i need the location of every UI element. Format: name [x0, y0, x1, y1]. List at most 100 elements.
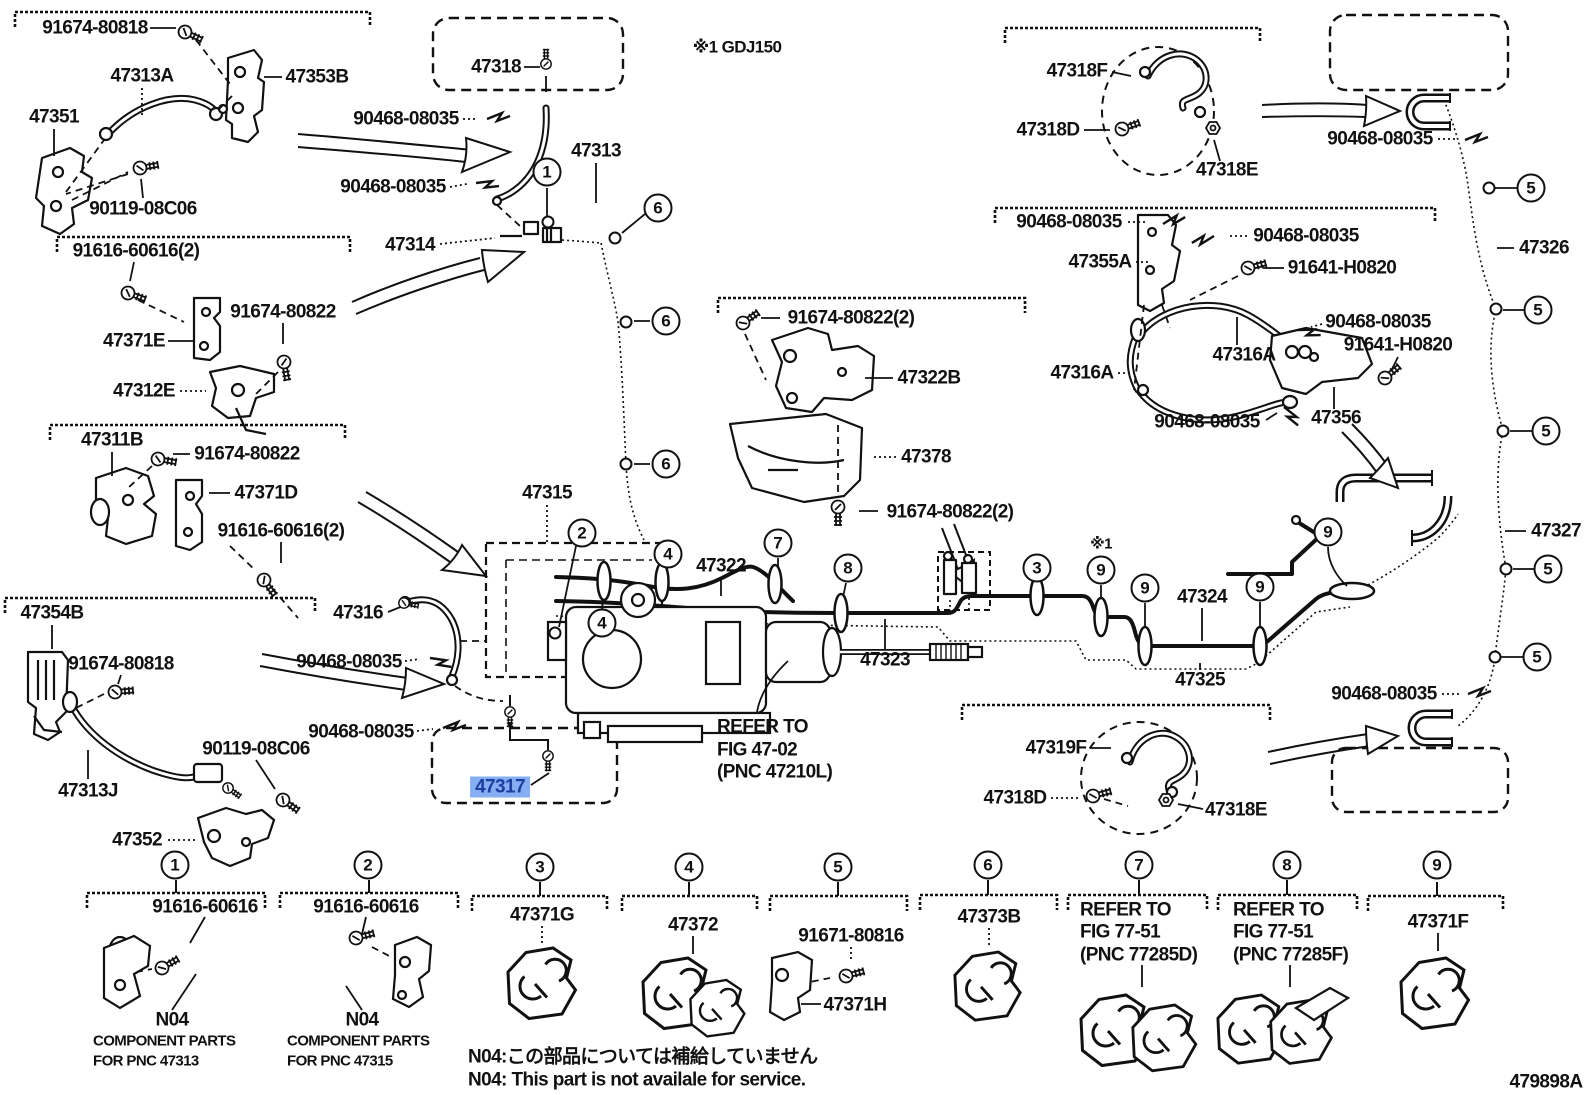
part-label-90468-08035[interactable]: 90468-08035 [1253, 225, 1359, 247]
part-47317-lines [509, 695, 549, 750]
part-label-47371f[interactable]: 47371F [1407, 911, 1469, 933]
part-label-91616-60616[interactable]: 91616-60616 [313, 896, 419, 918]
part-label-47378[interactable]: 47378 [901, 446, 951, 468]
part-label-47318d[interactable]: 47318D [1016, 119, 1081, 141]
part-label-47315[interactable]: 47315 [522, 482, 572, 504]
bottom-row-parts [102, 934, 1471, 1073]
part-label-47351[interactable]: 47351 [29, 106, 79, 128]
part-label-91616-60616-2[interactable]: 91616-60616(2) [72, 240, 200, 262]
part-label-91616-60616-2[interactable]: 91616-60616(2) [217, 520, 345, 542]
part-label-47319f[interactable]: 47319F [1025, 737, 1087, 759]
part-label-47316a[interactable]: 47316A [1212, 344, 1277, 366]
rear-hoses-47327 [1335, 470, 1453, 546]
callout-2: 2 [353, 850, 383, 880]
callout-5: 5 [1522, 642, 1552, 672]
text-1: ※1 [1090, 535, 1112, 553]
part-label-47324[interactable]: 47324 [1177, 586, 1227, 608]
callout-6: 6 [973, 850, 1003, 880]
part-label-90468-08035[interactable]: 90468-08035 [308, 721, 414, 743]
part-label-91671-80816[interactable]: 91671-80816 [798, 925, 904, 947]
callout-2: 2 [567, 518, 597, 548]
leader-lines [51, 27, 1534, 1011]
part-label-47318[interactable]: 47318 [471, 56, 521, 78]
callout-7: 7 [763, 528, 793, 558]
part-label-91674-80822-2[interactable]: 91674-80822(2) [787, 307, 915, 329]
part-label-47322[interactable]: 47322 [696, 555, 746, 577]
callout-6: 6 [643, 193, 673, 223]
part-label-47355a[interactable]: 47355A [1068, 251, 1133, 273]
part-label-47314[interactable]: 47314 [385, 234, 435, 256]
text-for-pnc-47315: FOR PNC 47315 [287, 1052, 393, 1070]
part-label-47322b[interactable]: 47322B [897, 367, 962, 389]
part-label-91674-80818[interactable]: 91674-80818 [42, 17, 148, 39]
text-479898a: 479898A [1509, 1071, 1584, 1093]
part-label-91641-h0820[interactable]: 91641-H0820 [1343, 334, 1453, 356]
part-label-90468-08035[interactable]: 90468-08035 [296, 651, 402, 673]
part-label-47323[interactable]: 47323 [860, 649, 910, 671]
part-label-47313a[interactable]: 47313A [110, 65, 175, 87]
part-label-47353b[interactable]: 47353B [285, 66, 350, 88]
callout-ticks [175, 880, 1438, 896]
part-label-90119-08c06[interactable]: 90119-08C06 [89, 198, 197, 220]
part-label-47325[interactable]: 47325 [1175, 669, 1225, 691]
part-label-90468-08035[interactable]: 90468-08035 [1154, 411, 1260, 433]
part-label-47318e[interactable]: 47318E [1196, 159, 1259, 181]
part-label-47313[interactable]: 47313 [571, 140, 621, 162]
callout-4: 4 [674, 852, 704, 882]
part-label-91674-80822[interactable]: 91674-80822 [194, 443, 300, 465]
part-label-47371d[interactable]: 47371D [234, 482, 299, 504]
part-label-90468-08035[interactable]: 90468-08035 [1325, 311, 1431, 333]
part-label-90468-08035[interactable]: 90468-08035 [1016, 211, 1122, 233]
part-label-90468-08035[interactable]: 90468-08035 [1331, 683, 1437, 705]
part-label-90468-08035[interactable]: 90468-08035 [1327, 128, 1433, 150]
callout-7: 7 [1124, 850, 1154, 880]
text-pnc-47210l: (PNC 47210L) [717, 761, 833, 783]
part-label-47371e[interactable]: 47371E [103, 330, 166, 352]
part-label-47318e[interactable]: 47318E [1205, 799, 1268, 821]
hose-connector [192, 762, 224, 784]
part-label-91616-60616[interactable]: 91616-60616 [152, 896, 258, 918]
part-label-47317[interactable]: 47317 [470, 776, 530, 798]
part-47351 [34, 146, 94, 236]
text-for-pnc-47313: FOR PNC 47313 [93, 1052, 199, 1070]
part-label-47313j[interactable]: 47313J [58, 780, 118, 802]
abs-actuator-drawing [546, 581, 984, 744]
part-label-47327[interactable]: 47327 [1531, 520, 1581, 542]
text-pnc-77285d: (PNC 77285D) [1080, 944, 1198, 966]
text-refer-to: REFER TO [1080, 899, 1172, 921]
part-label-91674-80822-2[interactable]: 91674-80822(2) [886, 501, 1014, 523]
callout-5: 5 [1533, 554, 1563, 584]
part-label-91674-80822[interactable]: 91674-80822 [230, 301, 336, 323]
text-1-gdj150: ※1 GDJ150 [692, 37, 782, 57]
callout-4: 4 [653, 539, 683, 569]
part-label-47354b[interactable]: 47354B [20, 602, 85, 624]
callout-5: 5 [1523, 295, 1553, 325]
part-label-47356[interactable]: 47356 [1311, 407, 1361, 429]
part-label-47372[interactable]: 47372 [668, 914, 718, 936]
part-label-47318f[interactable]: 47318F [1046, 60, 1108, 82]
part-label-47352[interactable]: 47352 [112, 829, 162, 851]
part-label-47371h[interactable]: 47371H [823, 994, 888, 1016]
part-label-47318d[interactable]: 47318D [983, 787, 1048, 809]
part-label-47311b[interactable]: 47311B [81, 429, 144, 451]
callout-6: 6 [651, 449, 681, 479]
part-label-90468-08035[interactable]: 90468-08035 [340, 176, 446, 198]
callout-9: 9 [1313, 517, 1343, 547]
part-label-91641-h0820[interactable]: 91641-H0820 [1287, 257, 1397, 279]
part-label-47316a[interactable]: 47316A [1050, 362, 1115, 384]
part-label-47373b[interactable]: 47373B [957, 906, 1022, 928]
part-label-47312e[interactable]: 47312E [113, 380, 176, 402]
callout-4: 4 [587, 608, 617, 638]
part-drawings [26, 48, 1374, 868]
part-label-47326[interactable]: 47326 [1519, 237, 1569, 259]
part-label-90468-08035[interactable]: 90468-08035 [353, 108, 459, 130]
part-label-47316[interactable]: 47316 [333, 602, 383, 624]
part-label-90119-08c06[interactable]: 90119-08C06 [202, 738, 310, 760]
part-label-91674-80818[interactable]: 91674-80818 [68, 653, 174, 675]
part-label-47371g[interactable]: 47371G [509, 904, 575, 926]
part-47371D [174, 478, 204, 552]
text-n04-this-part-is-not-availale-for-servic: N04: This part is not availale for servi… [468, 1069, 806, 1091]
